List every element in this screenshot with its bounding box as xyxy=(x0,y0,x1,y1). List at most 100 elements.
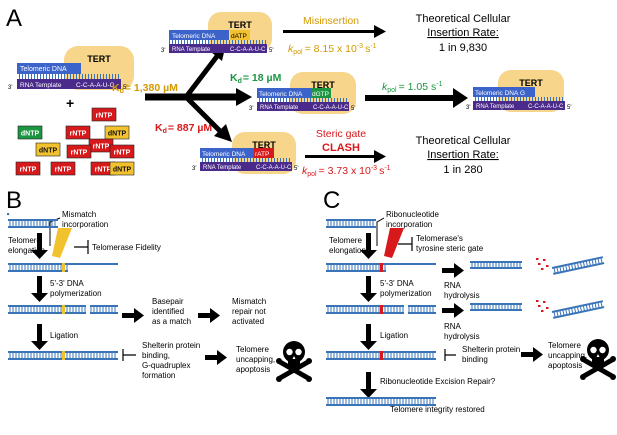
b-shelterin-3: G-quadruplex xyxy=(142,361,190,370)
dna-duplex xyxy=(326,304,436,316)
rna-seq: C-C-A-A-U-C xyxy=(528,104,564,110)
dna-duplex xyxy=(8,219,58,228)
c-restored: Telomere integrity restored xyxy=(390,405,485,414)
nucleotide-box: rNTP xyxy=(90,161,116,176)
dna-duplex xyxy=(326,219,376,228)
three-prime: 3' xyxy=(192,166,196,172)
enzyme-complex-middle: TERT Telomeric DNA dGTP RNA Template C-C… xyxy=(249,72,356,114)
c-poly-1: 5'-3' DNA xyxy=(380,279,414,288)
b-down-arrow-3 xyxy=(31,324,48,350)
arrow-bottom-rate xyxy=(305,150,386,163)
kpol-mid: kpol= 1.05 s-1 xyxy=(382,81,443,94)
c-gate-inhibitor xyxy=(398,237,413,251)
tert-label: TERT xyxy=(252,140,276,150)
nucleotide-box: rNTP xyxy=(50,161,76,176)
misinsertion-label: Misinsertion xyxy=(303,15,359,27)
nucleotide-label: rNTP xyxy=(55,167,72,174)
b-poly-1: 5'-3' DNA xyxy=(50,279,84,288)
b-down-arrow-1 xyxy=(31,233,48,259)
nucleotide-label: dNTP xyxy=(39,148,58,155)
c-excision: Ribonucleotide Excision Repair? xyxy=(380,377,496,386)
b-right-arrow-3 xyxy=(205,350,227,365)
nucleotide-label: rNTP xyxy=(71,150,88,157)
c-ribo-2: incorporation xyxy=(386,220,432,229)
enzyme-complex-top: TERT Telomeric DNA dATP RNA Template C-C… xyxy=(161,12,273,54)
g-label: G xyxy=(520,90,525,97)
five-prime: 5' xyxy=(294,166,298,172)
panel-label-a: A xyxy=(6,5,22,32)
c-down-arrow-3 xyxy=(360,324,377,350)
steric-gate-label: Steric gate xyxy=(316,128,366,140)
rate-top-title-1: Theoretical Cellular xyxy=(416,13,511,25)
c-down-arrow-4 xyxy=(360,372,377,398)
c-hyd1-2: hydrolysis xyxy=(444,291,480,300)
tert-label: TERT xyxy=(228,20,252,30)
three-prime: 3' xyxy=(8,85,12,91)
nucleotide-label: rNTP xyxy=(20,167,37,174)
dna-fragment xyxy=(470,261,522,269)
nucleotide-box: dNTP xyxy=(104,125,130,140)
nucleotide-box: rNTP xyxy=(91,107,117,122)
enzyme-complex-left: TERT Telomeric DNA RNA Template C-C-A-A-… xyxy=(8,46,134,91)
b-mismatch-arrow xyxy=(52,228,72,258)
arrow-middle xyxy=(365,88,468,108)
ribonucleotide-fragments xyxy=(536,258,549,270)
b-basepair-1: Basepair xyxy=(152,297,184,306)
b-fidelity-inhibitor xyxy=(74,240,89,254)
ribonucleotide-fragments xyxy=(536,300,549,312)
plus-sign: + xyxy=(66,95,74,111)
dna-fragment xyxy=(470,303,522,311)
nucleotide-label: rNTP xyxy=(96,113,113,120)
ratp-label: rATP xyxy=(255,151,269,158)
c-uncap-2: uncapping, xyxy=(548,351,587,360)
nucleotide-box: rNTP xyxy=(66,144,92,159)
b-right-arrow-2 xyxy=(198,308,220,323)
rna-label: RNA Template xyxy=(172,47,211,53)
c-hyd2-1: RNA xyxy=(444,322,462,331)
dna-label: Telomeric DNA xyxy=(475,90,519,97)
dna-duplexes xyxy=(8,219,605,406)
c-right-arrow-3 xyxy=(521,347,543,362)
b-repair-2: repair not xyxy=(232,307,267,316)
datp-label: dATP xyxy=(231,33,247,40)
b-shelterin-2: binding, xyxy=(142,351,170,360)
b-uncap-3: apoptosis xyxy=(236,365,270,374)
nucleotide-box: rNTP xyxy=(109,144,135,159)
five-prime: 5' xyxy=(567,105,571,111)
rate-top-title-2: Insertion Rate: xyxy=(427,27,499,39)
tert-label: TERT xyxy=(311,80,335,90)
dna-label: Telomeric DNA xyxy=(20,66,67,73)
tert-label: TERT xyxy=(519,78,543,88)
b-uncap-2: uncapping, xyxy=(236,355,275,364)
rna-seq: C-C-A-A-U-C xyxy=(313,105,349,111)
c-ribo-pointer xyxy=(376,217,385,246)
c-right-arrow-hyd-1 xyxy=(442,263,464,278)
rna-label: RNA Template xyxy=(20,82,62,89)
c-down-arrow-1 xyxy=(360,233,377,259)
dna-duplex xyxy=(8,263,118,272)
kd-bottom: Kd= 887 µM xyxy=(155,122,212,135)
b-telomere-2: elongation xyxy=(8,246,45,255)
rate-bottom-title-1: Theoretical Cellular xyxy=(416,135,511,147)
c-shelterin-2: binding xyxy=(462,355,488,364)
c-hyd1-1: RNA xyxy=(444,281,462,290)
c-down-arrow-2 xyxy=(360,276,377,302)
c-uncap-3: apoptosis xyxy=(548,361,582,370)
dna-duplex xyxy=(8,304,118,316)
dna-fragment xyxy=(551,256,605,275)
b-down-arrow-2 xyxy=(31,276,48,302)
nucleotide-label: dNTP xyxy=(21,131,40,138)
b-shelterin-1: Shelterin protein xyxy=(142,341,200,350)
b-uncap-1: Telomere xyxy=(236,345,269,354)
enzyme-complex-right: TERT Telomeric DNA G RNA Template C-C-A-… xyxy=(466,70,571,112)
arrow-top-rate xyxy=(283,25,386,38)
three-prime: 3' xyxy=(466,105,470,111)
b-fidelity: Telomerase Fidelity xyxy=(92,243,161,252)
dna-duplex xyxy=(326,397,436,406)
c-gate-1: Telomerase's xyxy=(416,234,463,243)
c-poly-2: polymerization xyxy=(380,289,432,298)
nucleotide-label: dNTP xyxy=(108,131,127,138)
kd-left: Kd= 1,380 µM xyxy=(112,82,178,95)
c-ribo-arrow xyxy=(384,228,404,258)
